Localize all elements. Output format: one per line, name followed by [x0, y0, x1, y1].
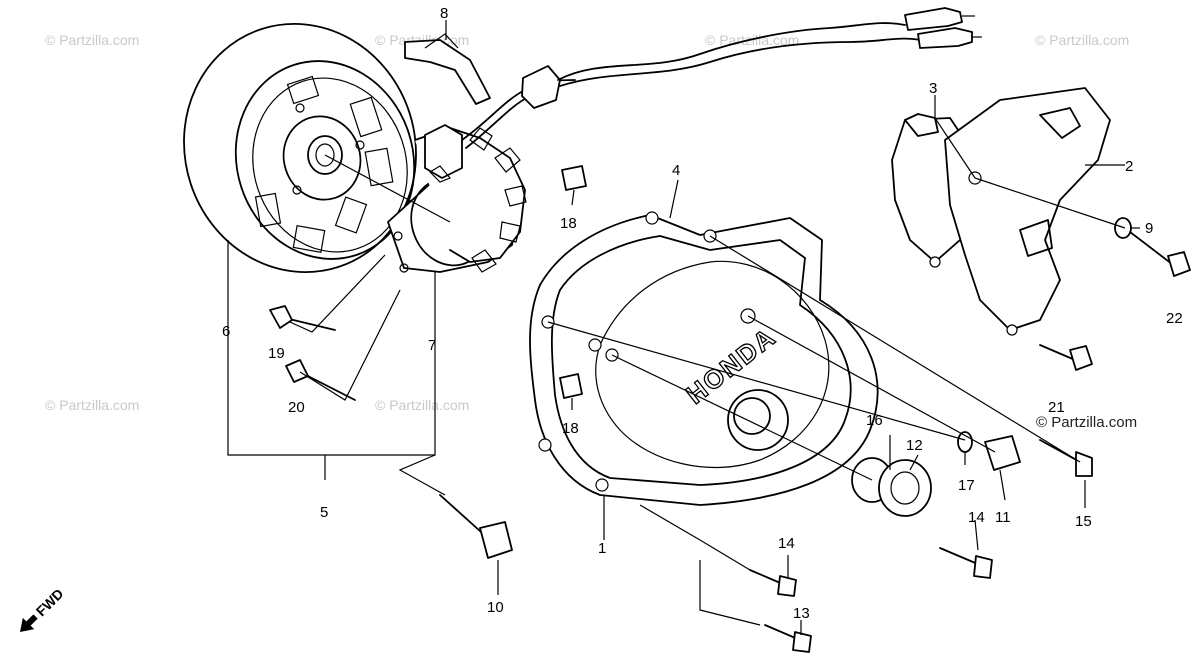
callout-18-top: 18	[560, 215, 577, 232]
callout-16: 16	[866, 412, 883, 429]
callout-12: 12	[906, 437, 923, 454]
watermark-bottom-left: © Partzilla.com	[45, 397, 139, 413]
callout-15: 15	[1075, 513, 1092, 530]
forward-direction-indicator: FWD	[20, 585, 67, 632]
flywheel-rotor	[183, 23, 417, 273]
callout-14-right: 14	[968, 509, 985, 526]
forward-arrow-icon	[20, 614, 38, 632]
callout-2: 2	[1125, 158, 1133, 175]
callout-4: 4	[672, 162, 680, 179]
leader-lines	[227, 20, 1140, 635]
callout-9: 9	[1145, 220, 1153, 237]
callout-3: 3	[929, 80, 937, 97]
callout-21: 21	[1048, 399, 1065, 416]
callout-18-bottom: 18	[562, 420, 579, 437]
watermark-bottom-right: © Partzilla.com	[1036, 414, 1137, 431]
callout-14-bottom: 14	[778, 535, 795, 552]
watermark-top-right: © Partzilla.com	[1035, 32, 1129, 48]
callout-13: 13	[793, 605, 810, 622]
forward-label: FWD	[33, 585, 67, 619]
wire-harness	[461, 7, 982, 149]
crankcase-cover: HONDA	[529, 211, 879, 506]
callout-17: 17	[958, 477, 975, 494]
sprocket-cover	[891, 87, 1111, 336]
callout-8: 8	[440, 5, 448, 22]
callout-1: 1	[598, 540, 606, 557]
callout-5: 5	[320, 504, 328, 521]
stator	[387, 124, 527, 273]
callout-11: 11	[995, 509, 1011, 526]
callout-7: 7	[428, 337, 436, 354]
callout-22: 22	[1166, 310, 1183, 327]
callout-6: 6	[222, 323, 230, 340]
watermark-top-left: © Partzilla.com	[45, 32, 139, 48]
watermark-bottom-center: © Partzilla.com	[375, 397, 469, 413]
callout-19: 19	[268, 345, 285, 362]
wire-clamp	[404, 33, 491, 105]
callout-20: 20	[288, 399, 305, 416]
callout-10: 10	[487, 599, 504, 616]
callout-numbers: 8 3 2 4 9 18 22 6 7 19 20 21 18 16 12 17…	[222, 5, 1183, 622]
